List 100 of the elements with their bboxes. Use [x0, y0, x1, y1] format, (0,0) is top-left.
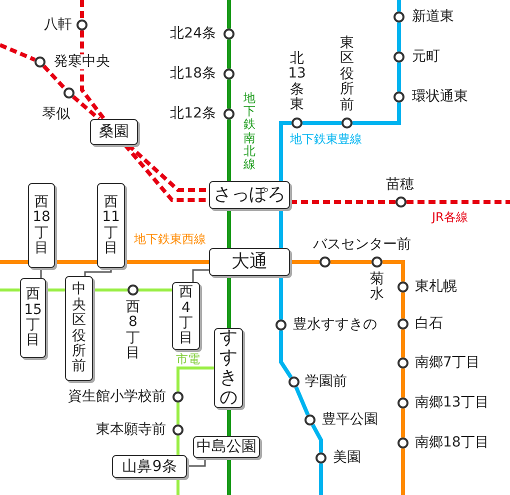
railway-line	[401, 448, 405, 495]
station-circle	[223, 68, 235, 80]
railway-line	[382, 260, 405, 282]
railway-line	[406, 200, 510, 204]
railway-line	[401, 292, 405, 318]
station-circle	[291, 117, 303, 129]
railway-line	[302, 121, 342, 125]
railway-line	[80, 30, 106, 120]
railway-line	[279, 276, 283, 320]
railway-line	[279, 330, 293, 378]
railway-line	[310, 424, 323, 452]
transfer-link	[192, 269, 209, 282]
station-circle	[395, 196, 407, 208]
station-circle	[34, 56, 46, 68]
station-box: 西15丁目	[20, 278, 46, 358]
line-name: 地下鉄東西線	[134, 233, 206, 246]
station-box: 西18丁目	[28, 183, 55, 268]
railway-line	[125, 260, 209, 264]
station-circle	[397, 357, 409, 369]
station-name: 資生館小学校前	[68, 389, 166, 405]
station-circle	[393, 11, 405, 23]
station-box: 西11丁目	[97, 183, 125, 268]
station-name: 環状通東	[412, 89, 468, 105]
station-circle	[223, 108, 235, 120]
station-name: 八軒	[44, 17, 72, 33]
railway-line	[72, 95, 100, 120]
station-name: 北24条	[170, 26, 216, 42]
railway-line	[294, 386, 310, 416]
railway-line	[0, 260, 28, 264]
railway-line	[55, 260, 97, 264]
railway-line	[352, 102, 401, 125]
railway-line	[397, 62, 401, 92]
railway-line	[227, 276, 231, 328]
railway-line	[330, 260, 372, 264]
station-name: 東札幌	[415, 279, 457, 295]
railway-line	[401, 368, 405, 398]
station-circle	[172, 391, 184, 403]
railway-line	[290, 260, 320, 264]
railway-line	[401, 330, 405, 358]
station-circle	[341, 117, 353, 129]
railway-line	[279, 209, 283, 248]
station-circle	[371, 256, 383, 268]
station-name: 北18条	[170, 66, 216, 82]
station-circle	[172, 424, 184, 436]
station-name: 苗穂	[386, 178, 414, 193]
railway-line	[93, 288, 128, 292]
railway-line	[397, 0, 401, 12]
station-name: 琴似	[42, 107, 70, 122]
station-circle	[319, 256, 331, 268]
railway-line	[176, 366, 214, 392]
railway-line	[176, 436, 180, 455]
railway-line	[0, 288, 20, 292]
railway-line	[401, 408, 405, 438]
station-circle	[127, 284, 139, 296]
railway-line	[290, 200, 396, 204]
railway-line	[176, 402, 180, 424]
station-circle	[397, 397, 409, 409]
station-circle	[315, 452, 327, 464]
railway-line	[227, 458, 231, 495]
station-name: 発寒中央	[54, 54, 110, 70]
railway-line	[227, 80, 231, 108]
railway-line	[319, 464, 323, 495]
transfer-link	[84, 268, 112, 276]
station-box: 桑園	[90, 119, 138, 145]
station-circle	[288, 376, 300, 388]
station-name: 元町	[412, 49, 440, 65]
station-name: 南郷18丁目	[415, 435, 489, 451]
station-name: 学園前	[305, 374, 347, 390]
station-name: バスセンター前	[313, 238, 411, 253]
station-box: 大通	[209, 248, 290, 276]
railway-line	[42, 64, 67, 90]
station-box: 中央区役所前	[65, 276, 93, 381]
railway-line	[0, 43, 36, 62]
station-name: 北12条	[170, 106, 216, 122]
line-name: 市電	[176, 353, 200, 366]
railway-line	[227, 408, 231, 436]
station-name: 南郷13丁目	[415, 395, 489, 411]
station-circle	[275, 319, 287, 331]
station-name: 豊平公園	[322, 412, 378, 428]
railway-line	[227, 120, 231, 181]
line-name: JR各線	[432, 211, 468, 224]
station-name: 東区役所前	[338, 36, 356, 113]
station-circle	[393, 91, 405, 103]
station-name: 南郷7丁目	[415, 355, 480, 371]
station-box: 中島公園	[193, 436, 260, 458]
station-circle	[223, 28, 235, 40]
station-name: 北13条東	[288, 51, 306, 113]
station-name: 新道東	[412, 9, 454, 25]
railway-line	[397, 22, 401, 52]
railway-line	[279, 121, 292, 181]
station-box: 西4丁目	[172, 282, 200, 350]
station-box: すすきの	[214, 328, 243, 408]
railway-line	[176, 478, 180, 495]
station-circle	[63, 87, 75, 99]
station-name: 美園	[333, 450, 361, 466]
railway-line	[46, 288, 65, 292]
railway-line	[138, 288, 172, 292]
railway-line	[227, 209, 231, 248]
line-name: 地下鉄東豊線	[290, 133, 362, 146]
station-name: 西8丁目	[124, 300, 142, 362]
